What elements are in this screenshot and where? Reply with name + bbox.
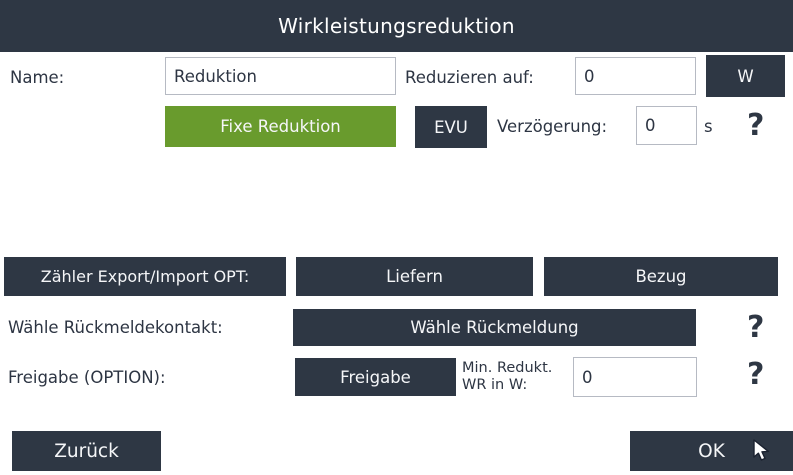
draw-button[interactable]: Bezug (544, 257, 778, 296)
reduce-to-label: Reduzieren auf: (405, 68, 534, 87)
min-reduction-label-line1: Min. Redukt. (462, 360, 553, 376)
min-reduction-label: Min. Redukt. WR in W: (462, 360, 552, 394)
meter-export-import-button[interactable]: Zähler Export/Import OPT: (4, 257, 286, 296)
ok-button[interactable]: OK (630, 431, 793, 471)
delay-unit-label: s (704, 117, 713, 136)
min-reduction-input[interactable] (573, 357, 697, 397)
release-help-icon[interactable]: ? (747, 357, 765, 392)
name-input[interactable] (165, 57, 396, 95)
fixed-reduction-button[interactable]: Fixe Reduktion (165, 106, 396, 147)
feedback-help-icon[interactable]: ? (747, 310, 765, 345)
back-button[interactable]: Zurück (12, 431, 161, 471)
page-title: Wirkleistungsreduktion (0, 0, 793, 52)
evu-button[interactable]: EVU (415, 106, 487, 148)
name-label: Name: (10, 68, 65, 87)
delay-label: Verzögerung: (497, 117, 608, 136)
delay-help-icon[interactable]: ? (747, 108, 765, 143)
reduce-to-input[interactable] (575, 57, 696, 95)
unit-w-button[interactable]: W (706, 55, 785, 97)
release-button[interactable]: Freigabe (295, 358, 456, 396)
delay-input[interactable] (636, 106, 697, 145)
feedback-contact-label: Wähle Rückmeldekontakt: (8, 318, 223, 337)
choose-feedback-button[interactable]: Wähle Rückmeldung (293, 309, 696, 346)
min-reduction-label-line2: WR in W: (462, 377, 528, 393)
deliver-button[interactable]: Liefern (296, 257, 533, 296)
release-option-label: Freigabe (OPTION): (8, 368, 166, 387)
